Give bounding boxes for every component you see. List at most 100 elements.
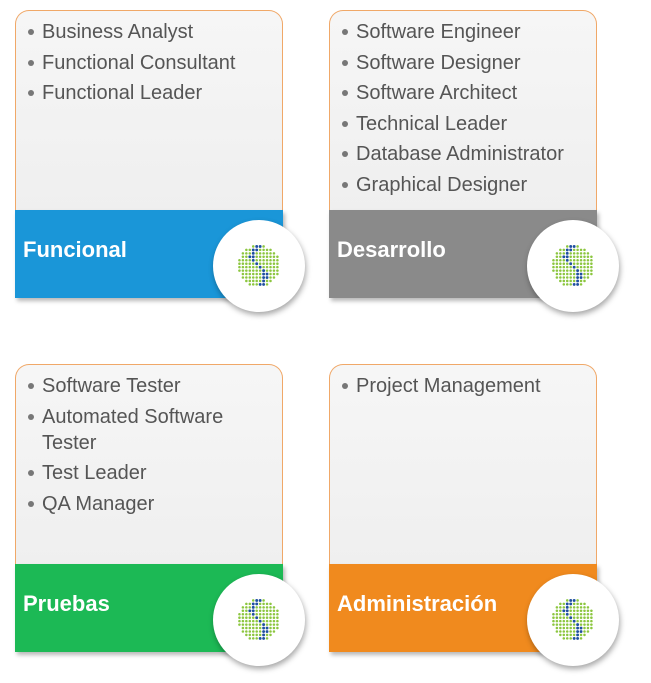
logo-dot: [251, 248, 255, 252]
logo-dot: [552, 265, 555, 269]
logo-dot: [569, 612, 572, 616]
role-list: Software Tester Automated Software Teste…: [16, 365, 282, 517]
logo-dot: [576, 265, 579, 269]
logo-dot: [255, 633, 258, 637]
logo-dot: [241, 258, 245, 262]
logo-dot: [586, 630, 590, 633]
logo-dot: [262, 633, 266, 637]
logo-dot: [572, 272, 576, 276]
logo-dot: [262, 245, 265, 248]
logo-dot: [245, 276, 248, 279]
logo-dot: [572, 252, 576, 255]
logo-dot: [565, 623, 569, 626]
logo-dot: [576, 612, 579, 616]
logo-dot: [559, 252, 562, 255]
card-title: Funcional: [23, 237, 127, 262]
logo-dot: [576, 272, 580, 276]
logo-dot: [269, 602, 272, 606]
logo-dot: [555, 630, 559, 633]
card-title: Desarrollo: [337, 237, 446, 262]
logo-dot: [572, 282, 576, 286]
logo-dot: [255, 262, 259, 266]
logo-dot: [241, 255, 245, 259]
dotted-s-logo-icon: [552, 245, 593, 286]
logo-dot: [248, 283, 252, 286]
logo-dot: [590, 255, 593, 259]
logo-dot: [562, 609, 566, 613]
logo-dot: [265, 262, 269, 265]
logo-dot: [590, 269, 593, 272]
logo-dot: [265, 252, 269, 255]
logo-dot: [569, 272, 572, 276]
logo-dot: [565, 612, 569, 616]
logo-dot: [559, 619, 562, 623]
logo-dot: [583, 248, 586, 252]
logo-dot: [272, 262, 276, 265]
logo-dot: [262, 255, 265, 259]
logo-dot: [579, 262, 583, 265]
logo-dot: [251, 637, 255, 640]
logo-dot: [552, 616, 555, 619]
logo-dot: [579, 616, 583, 619]
dotted-s-logo-icon: [238, 245, 279, 286]
logo-dot: [576, 245, 579, 248]
logo-dot: [258, 269, 262, 272]
logo-dot: [579, 630, 583, 633]
logo-dot: [262, 609, 265, 613]
logo-dot: [248, 276, 252, 279]
logo-dot: [583, 626, 586, 630]
logo-dot: [245, 633, 248, 637]
logo-dot: [579, 248, 583, 252]
logo-dot: [562, 283, 566, 286]
logo-dot: [248, 252, 252, 255]
logo-dot: [555, 276, 559, 279]
logo-dot: [276, 265, 279, 269]
logo-dot: [572, 630, 576, 633]
logo-dot: [562, 276, 566, 279]
logo-dot: [565, 251, 569, 255]
logo-dot: [576, 633, 580, 637]
logo-dot: [559, 602, 562, 606]
logo-dot: [238, 612, 241, 616]
logo-dot: [562, 602, 566, 606]
logo-dot: [586, 606, 590, 609]
logo-dot: [583, 252, 586, 255]
logo-dot: [255, 619, 258, 623]
logo-dot: [583, 623, 586, 626]
logo-dot: [586, 609, 590, 613]
logo-dot: [586, 626, 590, 630]
logo-dot: [572, 602, 576, 606]
logo-dot: [245, 630, 248, 633]
role-list: Software Engineer Software Designer Soft…: [330, 11, 596, 198]
logo-dot: [562, 262, 566, 265]
logo-dot: [562, 269, 566, 272]
logo-dot: [251, 276, 255, 279]
logo-dot: [245, 279, 248, 283]
logo-dot: [269, 619, 272, 623]
logo-dot: [245, 272, 248, 276]
logo-dot: [569, 609, 572, 613]
logo-dot: [562, 616, 566, 619]
logo-dot: [583, 612, 586, 616]
logo-dot: [559, 276, 562, 279]
logo-dot: [586, 269, 590, 272]
logo-dot: [245, 616, 248, 619]
logo-dot: [559, 255, 562, 259]
role-item: Functional Leader: [28, 80, 276, 106]
logo-dot: [265, 626, 269, 630]
logo-dot: [255, 252, 258, 255]
logo-dot: [583, 609, 586, 613]
logo-dot: [245, 248, 248, 252]
logo-dot: [258, 602, 262, 606]
logo-dot: [262, 272, 266, 276]
logo-dot: [565, 605, 569, 609]
logo-dot: [583, 276, 586, 279]
logo-dot: [569, 606, 572, 609]
logo-dot: [245, 612, 248, 616]
logo-dot: [565, 283, 569, 286]
logo-dot: [262, 248, 265, 252]
logo-dot: [590, 626, 593, 630]
logo-dot: [555, 612, 559, 616]
logo-dot: [555, 262, 559, 265]
logo-dot: [569, 245, 573, 248]
